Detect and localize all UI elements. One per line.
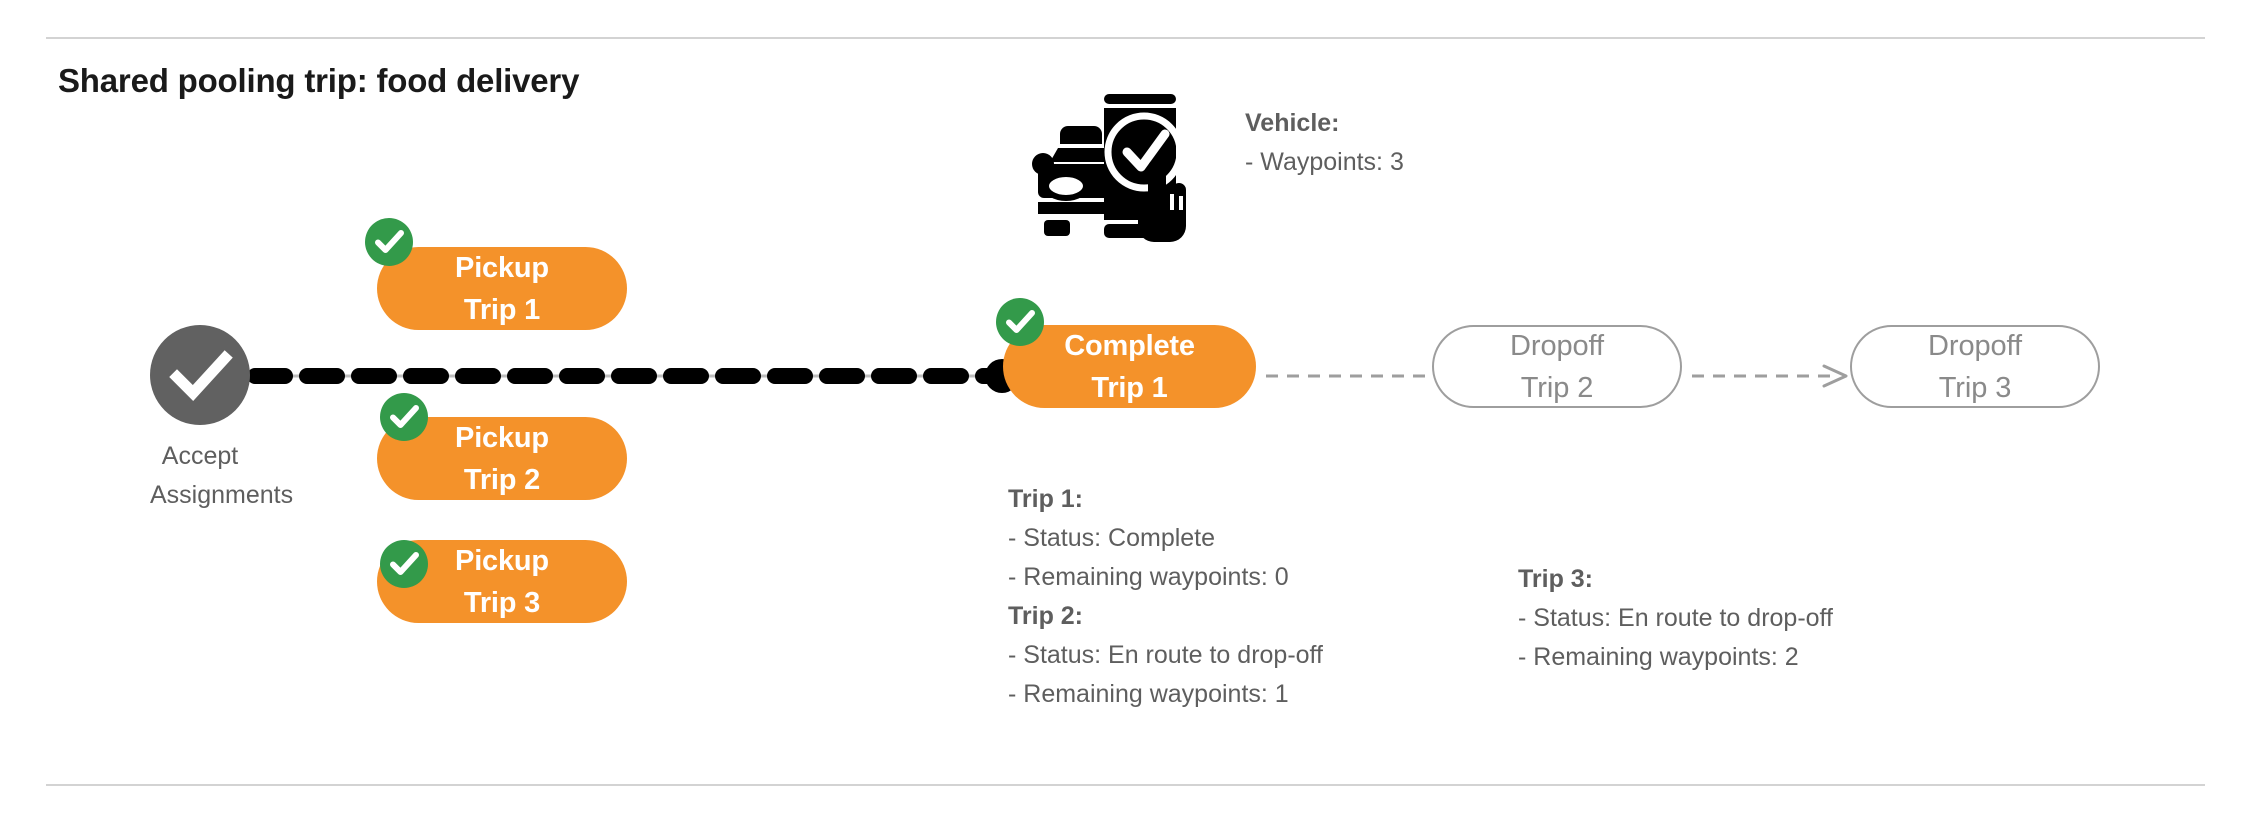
arrowhead-icon	[1822, 364, 1848, 388]
trip-info-block-3: Trip 3: - Status: En route to drop-off -…	[1518, 560, 1833, 677]
vehicle-info-heading: Vehicle:	[1245, 109, 1340, 137]
trip-1-heading: Trip 1:	[1008, 485, 1084, 513]
node-dropoff-trip-2-line1: Dropoff	[1510, 329, 1604, 362]
trip-2-waypoints: - Remaining waypoints: 1	[1008, 680, 1289, 708]
node-pickup-trip-2-line2: Trip 2	[463, 463, 541, 496]
node-accept-assignments[interactable]: Accept Assignments	[150, 325, 293, 515]
node-pickup-trip-1-line2: Trip 1	[463, 293, 541, 326]
trip-3-heading: Trip 3:	[1518, 565, 1594, 593]
check-badge-icon-pickup-3	[380, 540, 428, 588]
accept-label-line1: Accept	[161, 442, 239, 470]
node-dropoff-trip-3[interactable]: Dropoff Trip 3	[1850, 325, 2100, 408]
node-pickup-trip-1[interactable]: Pickup Trip 1	[377, 247, 627, 330]
check-badge-icon-pickup-1	[365, 218, 413, 266]
check-badge-icon-complete-1	[996, 298, 1044, 346]
node-dropoff-trip-3-line2: Trip 3	[1938, 371, 2012, 404]
node-complete-trip-1[interactable]: Complete Trip 1	[1003, 325, 1256, 408]
vehicle-info-waypoints: - Waypoints: 3	[1245, 148, 1404, 176]
vehicle-phone-check-icon	[1032, 90, 1192, 242]
node-dropoff-trip-3-line1: Dropoff	[1928, 329, 2022, 362]
check-circle-icon	[150, 325, 250, 425]
trip-2-heading: Trip 2:	[1008, 602, 1084, 630]
trip-3-status: - Status: En route to drop-off	[1518, 604, 1833, 632]
node-pickup-trip-3-line2: Trip 3	[463, 586, 541, 619]
top-divider	[46, 37, 2205, 39]
node-pickup-trip-1-line1: Pickup	[455, 251, 549, 284]
bottom-divider	[46, 784, 2205, 786]
trip-1-status: - Status: Complete	[1008, 524, 1216, 552]
check-badge-icon-pickup-2	[380, 393, 428, 441]
trip-3-waypoints: - Remaining waypoints: 2	[1518, 643, 1799, 671]
accept-label-line2: Assignments	[150, 481, 294, 509]
node-dropoff-trip-2-line2: Trip 2	[1520, 371, 1594, 404]
node-dropoff-trip-2[interactable]: Dropoff Trip 2	[1432, 325, 1682, 408]
node-pickup-trip-3-line1: Pickup	[455, 544, 549, 577]
trip-1-waypoints: - Remaining waypoints: 0	[1008, 563, 1289, 591]
trip-2-status: - Status: En route to drop-off	[1008, 641, 1323, 669]
trip-info-block-1-2: Trip 1: - Status: Complete - Remaining w…	[1008, 480, 1323, 714]
page-title: Shared pooling trip: food delivery	[58, 62, 580, 99]
node-complete-trip-1-line1: Complete	[1064, 329, 1195, 362]
node-pickup-trip-2-line1: Pickup	[455, 421, 549, 454]
node-complete-trip-1-line2: Trip 1	[1091, 371, 1168, 404]
vehicle-info-block: Vehicle: - Waypoints: 3	[1245, 104, 1404, 182]
